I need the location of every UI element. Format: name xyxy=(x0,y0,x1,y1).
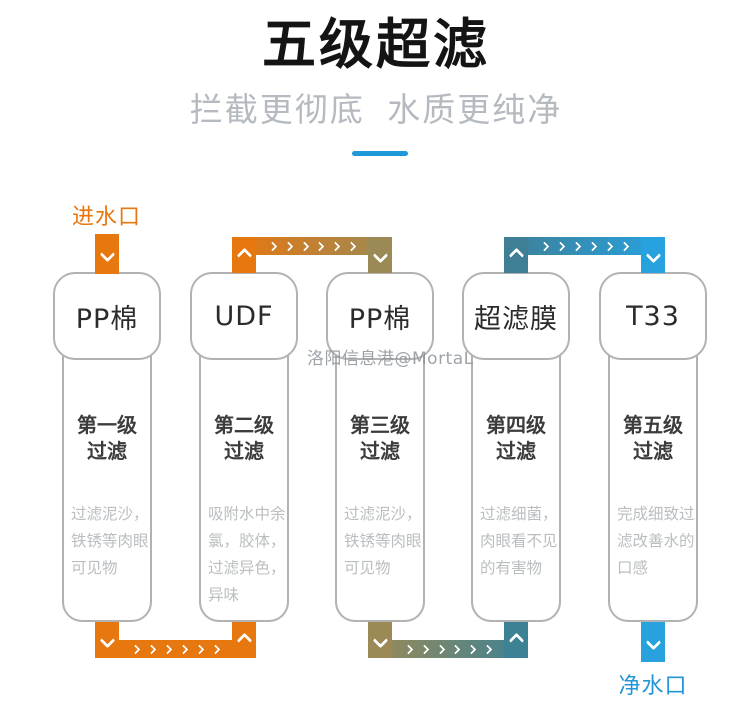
flow-bar xyxy=(504,237,665,255)
stage-label: 第五级 过滤 xyxy=(623,413,683,463)
stage-description: 过滤细菌， 肉眼看不见 的有害物 xyxy=(480,505,558,577)
chevron-right-icon xyxy=(178,644,189,654)
stage-label: 第一级 过滤 xyxy=(77,413,137,463)
chevron-right-icon xyxy=(603,241,614,251)
chevron-right-icon xyxy=(299,241,309,251)
outlet-label: 净水口 xyxy=(618,674,688,699)
stage-label: 第三级 过滤 xyxy=(350,413,410,463)
cartridge-name: T33 xyxy=(599,272,707,360)
chevron-down-icon xyxy=(99,632,115,648)
cartridge-body: 第五级 过滤 完成细致过 滤改善水的 口感 xyxy=(608,348,698,622)
flow-bar xyxy=(95,640,256,658)
flow-connector-3-to-4 xyxy=(368,622,528,658)
watermark: 洛阳信息港@MortaL xyxy=(307,349,474,369)
flow-connector-2-to-3 xyxy=(232,237,392,273)
accent-underline xyxy=(352,151,408,156)
chevron-up-icon xyxy=(508,632,524,648)
chevron-right-icon xyxy=(619,241,630,251)
chevron-right-icon xyxy=(210,644,221,654)
filter-cartridge-3: PP棉 第三级 过滤 过滤泥沙， 铁锈等肉眼 可见物 xyxy=(326,272,434,622)
chevron-right-icon xyxy=(283,241,294,251)
chevron-down-icon xyxy=(372,247,388,263)
chevron-up-icon xyxy=(508,247,524,263)
flow-endblock xyxy=(232,237,256,273)
page-subtitle: 拦截更彻底 水质更纯净 xyxy=(189,90,563,129)
cartridge-name: PP棉 xyxy=(53,272,161,360)
chevron-right-icon xyxy=(587,241,598,251)
filter-cartridge-1: PP棉 第一级 过滤 过滤泥沙， 铁锈等肉眼 可见物 xyxy=(53,272,161,622)
stage-description: 吸附水中余 氯，胶体， 过滤异色， 异味 xyxy=(208,505,286,604)
cartridge-body: 第二级 过滤 吸附水中余 氯，胶体， 过滤异色， 异味 xyxy=(199,348,289,622)
chevron-right-icon xyxy=(346,241,357,251)
flow-bar xyxy=(368,640,528,658)
chevron-right-icon xyxy=(466,644,477,654)
stage-description: 过滤泥沙， 铁锈等肉眼 可见物 xyxy=(344,505,422,577)
cartridge-name: PP棉 xyxy=(326,272,434,360)
page-title: 五级超滤 xyxy=(262,13,490,76)
chevron-right-icon xyxy=(555,241,566,251)
inlet-label: 进水口 xyxy=(72,205,142,230)
flow-connector-4-to-5 xyxy=(504,237,665,273)
chevron-right-icon xyxy=(403,644,414,654)
chevron-up-icon xyxy=(236,632,252,648)
chevron-right-icon xyxy=(314,241,325,251)
flow-bar xyxy=(232,237,392,255)
flow-endblock xyxy=(368,622,392,658)
filter-cartridge-2: UDF 第二级 过滤 吸附水中余 氯，胶体， 过滤异色， 异味 xyxy=(190,272,298,622)
chevron-right-icon xyxy=(571,241,582,251)
filter-cartridge-4: 超滤膜 第四级 过滤 过滤细菌， 肉眼看不见 的有害物 xyxy=(462,272,570,622)
chevron-right-icon xyxy=(435,644,445,654)
stage-description: 完成细致过 滤改善水的 口感 xyxy=(617,505,695,577)
chevron-right-icon xyxy=(450,644,461,654)
flow-endblock xyxy=(368,237,392,273)
stage-label: 第四级 过滤 xyxy=(486,413,546,463)
chevron-right-icon xyxy=(419,644,430,654)
cartridge-body: 第一级 过滤 过滤泥沙， 铁锈等肉眼 可见物 xyxy=(62,348,152,622)
flow-connector-1-to-2 xyxy=(95,622,256,658)
flow-endblock xyxy=(504,237,528,273)
flow-endblock xyxy=(95,622,119,658)
cartridge-body: 第四级 过滤 过滤细菌， 肉眼看不见 的有害物 xyxy=(471,348,561,622)
chevron-down-icon xyxy=(645,247,661,263)
flow-endblock xyxy=(504,622,528,658)
cartridge-name: UDF xyxy=(190,272,298,360)
chevron-right-icon xyxy=(146,644,157,654)
chevron-down-icon xyxy=(645,634,661,650)
flow-endblock xyxy=(232,622,256,658)
chevron-down-icon xyxy=(372,632,388,648)
chevron-right-icon xyxy=(130,644,141,654)
inlet-port xyxy=(95,234,119,274)
chevron-up-icon xyxy=(236,247,252,263)
chevron-right-icon xyxy=(330,241,341,251)
cartridge-name: 超滤膜 xyxy=(462,272,570,360)
chevron-down-icon xyxy=(99,246,115,262)
outlet-port xyxy=(641,622,665,662)
flow-endblock xyxy=(641,237,665,273)
stage-label: 第二级 过滤 xyxy=(214,413,274,463)
chevron-right-icon xyxy=(267,241,278,251)
chevron-right-icon xyxy=(539,241,550,251)
chevron-right-icon xyxy=(194,644,205,654)
chevron-right-icon xyxy=(482,644,493,654)
cartridge-body: 第三级 过滤 过滤泥沙， 铁锈等肉眼 可见物 xyxy=(335,348,425,622)
filter-cartridge-5: T33 第五级 过滤 完成细致过 滤改善水的 口感 xyxy=(599,272,707,622)
stage-description: 过滤泥沙， 铁锈等肉眼 可见物 xyxy=(71,505,149,577)
chevron-right-icon xyxy=(162,644,173,654)
